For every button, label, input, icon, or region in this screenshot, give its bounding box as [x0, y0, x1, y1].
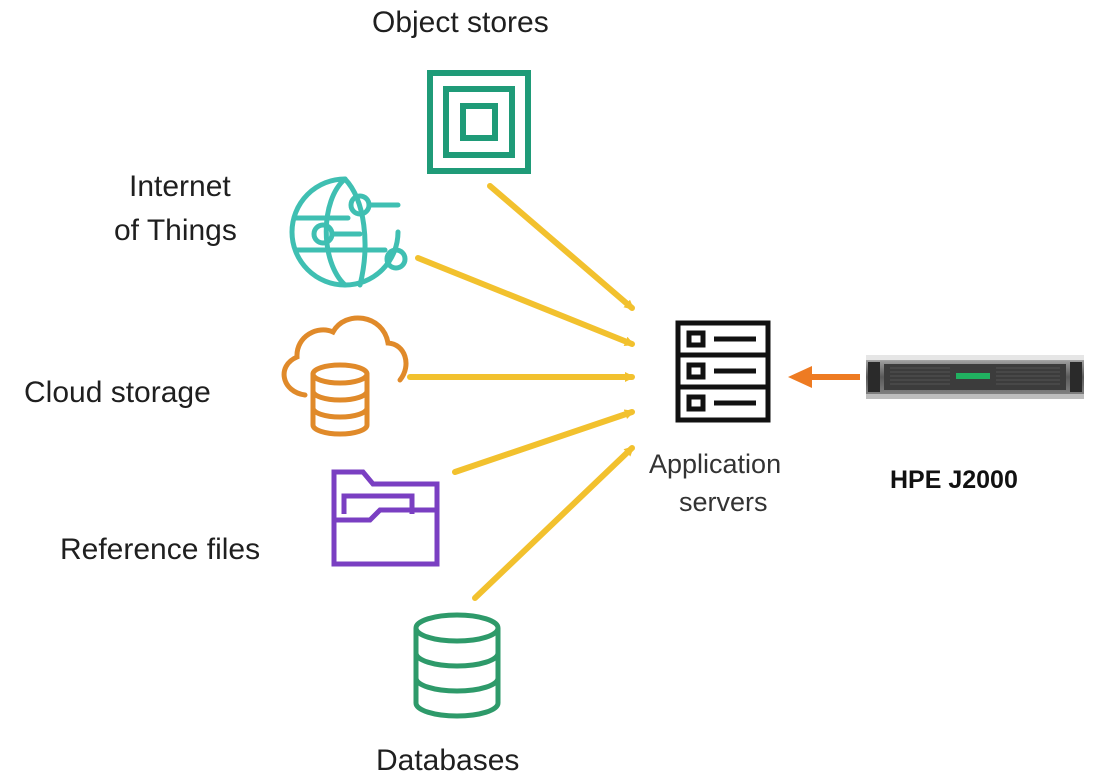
arrow-reference-files: [452, 409, 635, 475]
iot-label-line1: Internet: [129, 170, 231, 203]
data-flow-arrows: [407, 183, 635, 601]
arrow-iot: [415, 255, 635, 347]
storage-product-label: HPE J2000: [890, 466, 1018, 494]
arrow-databases: [472, 445, 635, 601]
nested-squares-icon: [427, 70, 531, 174]
connected-globe-icon: [289, 176, 408, 288]
object-stores-label: Object stores: [372, 6, 549, 39]
storage-array-image: [866, 355, 1084, 399]
database-icon: [413, 612, 501, 719]
server-rack-icon: [675, 320, 771, 423]
arrow-object-stores: [487, 183, 635, 311]
storage-arrow: [788, 366, 860, 388]
cloud-database-icon: [281, 315, 409, 437]
folder-icon: [331, 469, 440, 567]
cloud-storage-label: Cloud storage: [24, 376, 211, 409]
app-servers-label-line2: servers: [679, 487, 768, 517]
app-servers-label-line1: Application: [649, 449, 782, 479]
iot-label-line2: of Things: [114, 214, 237, 247]
reference-files-label: Reference files: [60, 533, 261, 566]
databases-label: Databases: [376, 744, 520, 777]
